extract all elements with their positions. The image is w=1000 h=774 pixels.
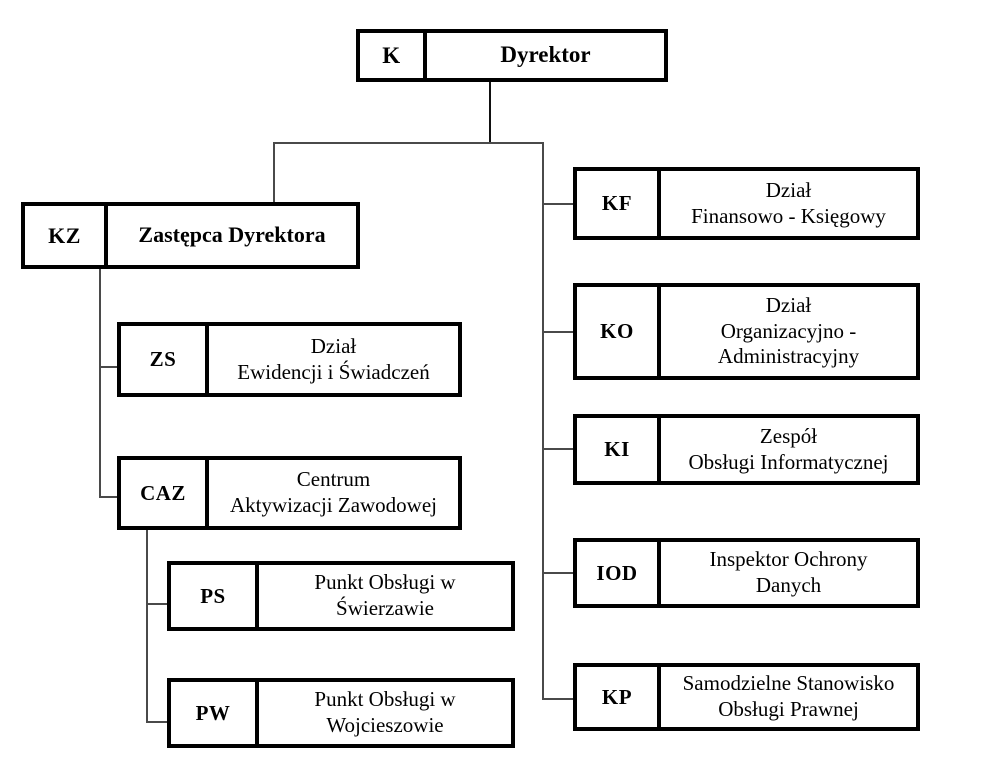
node-dyrektor[interactable]: K Dyrektor [356,29,668,82]
connector-branch-iod [542,572,575,574]
node-kp-name: Samodzielne Stanowisko Obsługi Prawnej [682,671,895,721]
connector-branch-pw [146,721,168,723]
node-zastepca-dyrektora[interactable]: KZ Zastępca Dyrektora [21,202,360,269]
node-iod-name: Inspektor Ochrony Danych [709,547,868,597]
node-kf-code: KF [577,171,661,236]
node-caz[interactable]: CAZ Centrum Aktywizacji Zawodowej [117,456,462,530]
connector-to-zastepca [273,142,275,204]
node-kp-code: KP [577,667,661,727]
node-zastepca-name: Zastępca Dyrektora [138,222,326,248]
node-ko-name: Dział Organizacyjno - Administracyjny [717,293,860,369]
connector-right-trunk [542,142,544,700]
node-pw-code: PW [171,682,259,744]
node-zastepca-code: KZ [25,206,108,265]
connector-main-bus [273,142,544,144]
node-ko-code: KO [577,287,661,376]
node-zs-code: ZS [121,326,209,393]
node-ps[interactable]: PS Punkt Obsługi w Świerzawie [167,561,515,631]
connector-caz-trunk [146,523,148,723]
node-ko[interactable]: KO Dział Organizacyjno - Administracyjny [573,283,920,380]
node-ki-name: Zespół Obsługi Informatycznej [688,423,889,474]
node-iod-code: IOD [577,542,661,604]
node-ki-code: KI [577,418,661,481]
node-kf-name: Dział Finansowo - Księgowy [691,177,886,228]
node-pw[interactable]: PW Punkt Obsługi w Wojcieszowie [167,678,515,748]
node-kp[interactable]: KP Samodzielne Stanowisko Obsługi Prawne… [573,663,920,731]
node-dyrektor-code: K [360,33,427,78]
connector-branch-zs [99,366,117,368]
connector-kz-trunk [99,268,101,498]
connector-branch-ko [542,331,575,333]
node-caz-name: Centrum Aktywizacji Zawodowej [229,467,438,517]
connector-branch-caz [99,496,117,498]
node-iod[interactable]: IOD Inspektor Ochrony Danych [573,538,920,608]
node-ki[interactable]: KI Zespół Obsługi Informatycznej [573,414,920,485]
node-ps-code: PS [171,565,259,627]
connector-dyrektor-stem [489,81,491,144]
connector-branch-kp [542,698,575,700]
node-pw-name: Punkt Obsługi w Wojcieszowie [314,687,456,737]
node-zs-name: Dział Ewidencji i Świadczeń [237,333,430,384]
connector-branch-kf [542,203,575,205]
connector-branch-ps [146,603,168,605]
node-zs[interactable]: ZS Dział Ewidencji i Świadczeń [117,322,462,397]
node-kf[interactable]: KF Dział Finansowo - Księgowy [573,167,920,240]
node-ps-name: Punkt Obsługi w Świerzawie [314,570,456,620]
connector-branch-ki [542,448,575,450]
node-dyrektor-name: Dyrektor [500,42,591,68]
node-caz-code: CAZ [121,460,209,526]
